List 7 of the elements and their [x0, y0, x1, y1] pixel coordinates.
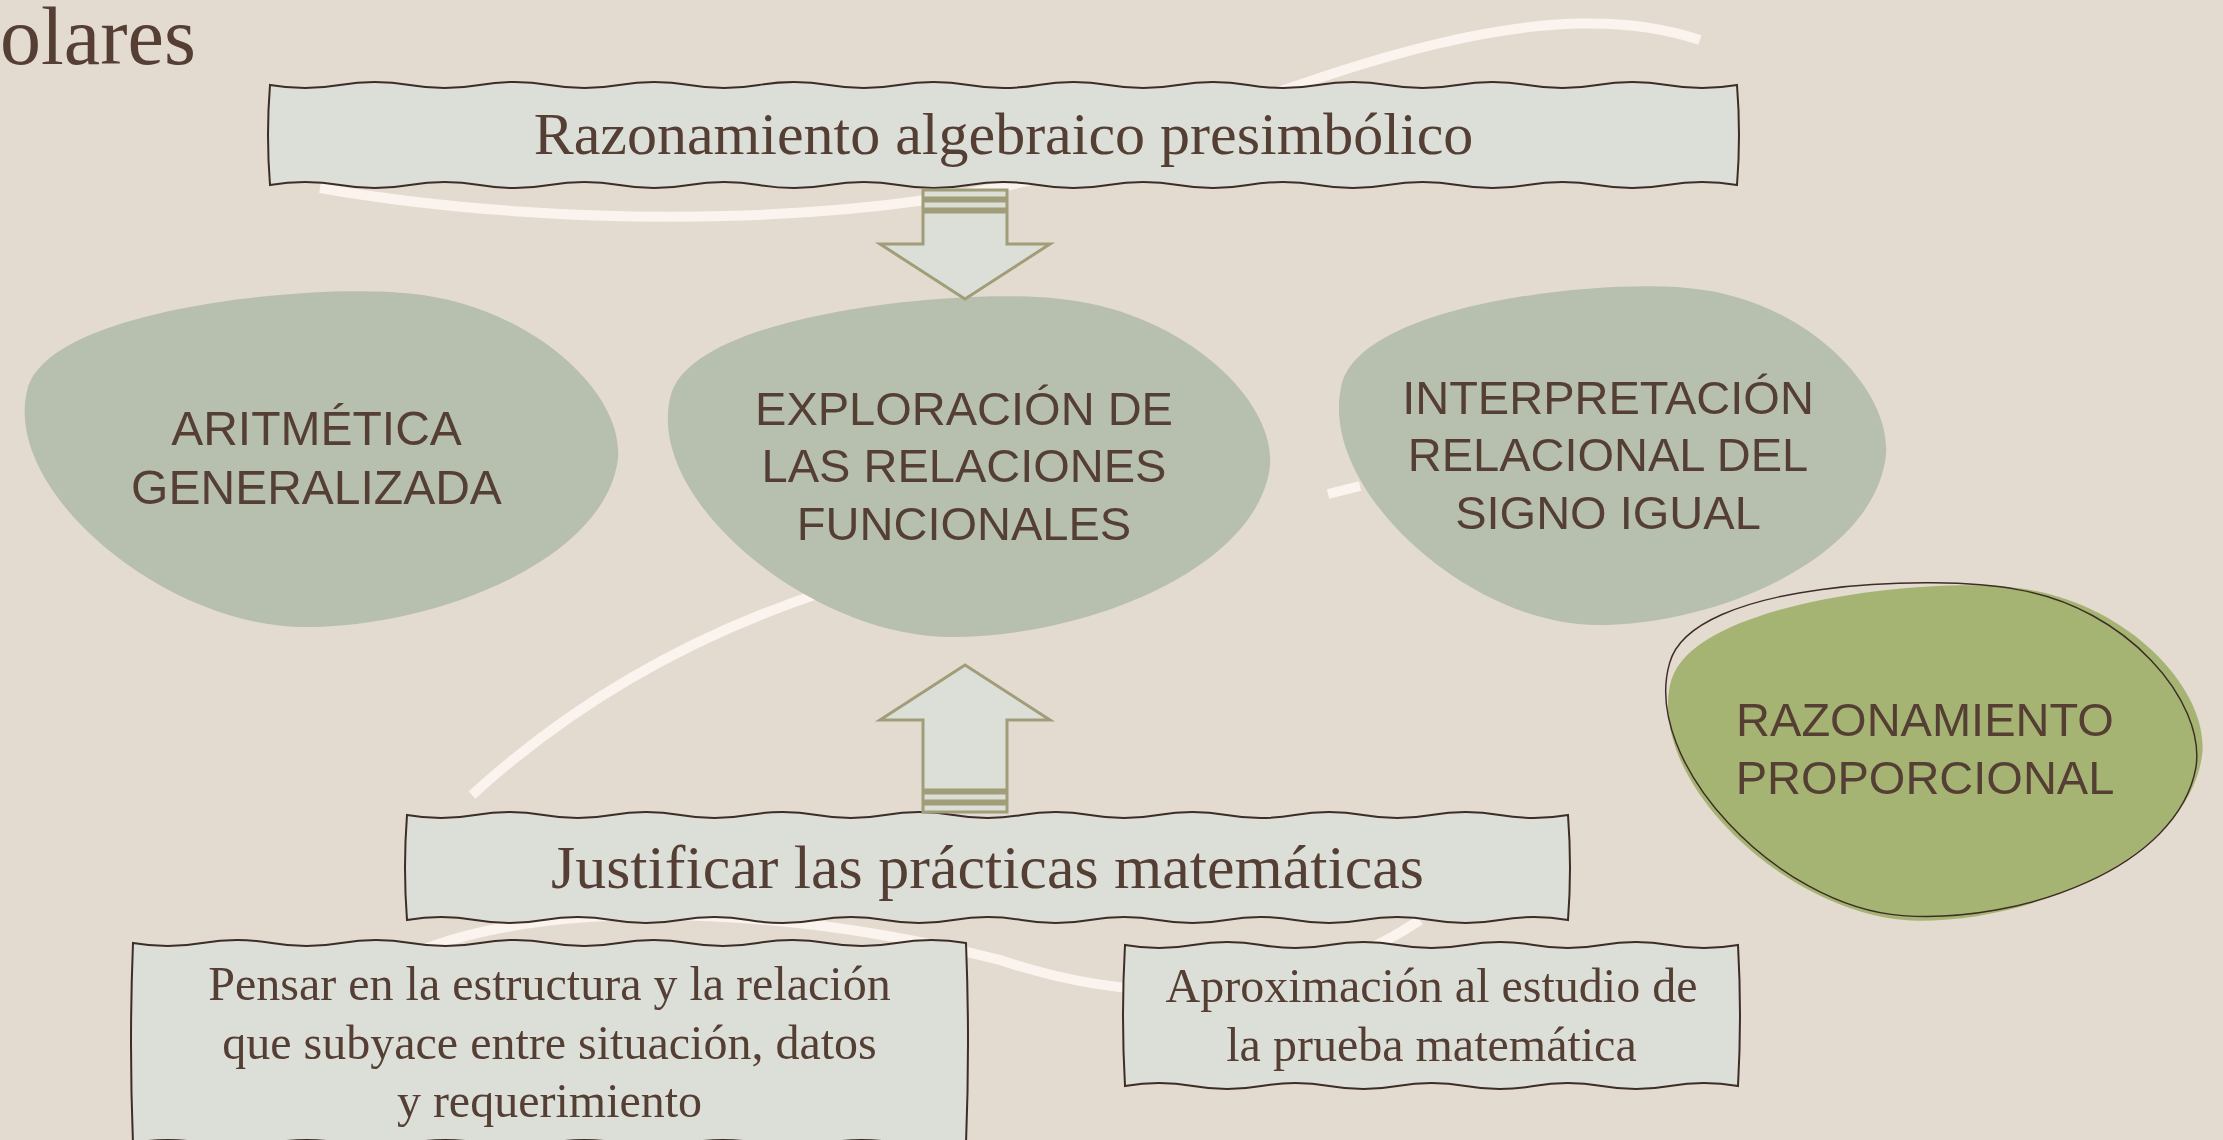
- node-text: INTERPRETACIÓN RELACIONAL DEL SIGNO IGUAL: [1401, 370, 1815, 541]
- block-arrow: [874, 188, 1056, 301]
- node-text: EXPLORACIÓN DE LAS RELACIONES FUNCIONALES: [754, 381, 1174, 552]
- node-text: ARITMÉTICA GENERALIZADA: [130, 400, 503, 516]
- slide-title: olares: [0, 0, 196, 78]
- block-arrow: [874, 663, 1056, 814]
- node-text: RAZONAMIENTO PROPORCIONAL: [1734, 692, 2116, 806]
